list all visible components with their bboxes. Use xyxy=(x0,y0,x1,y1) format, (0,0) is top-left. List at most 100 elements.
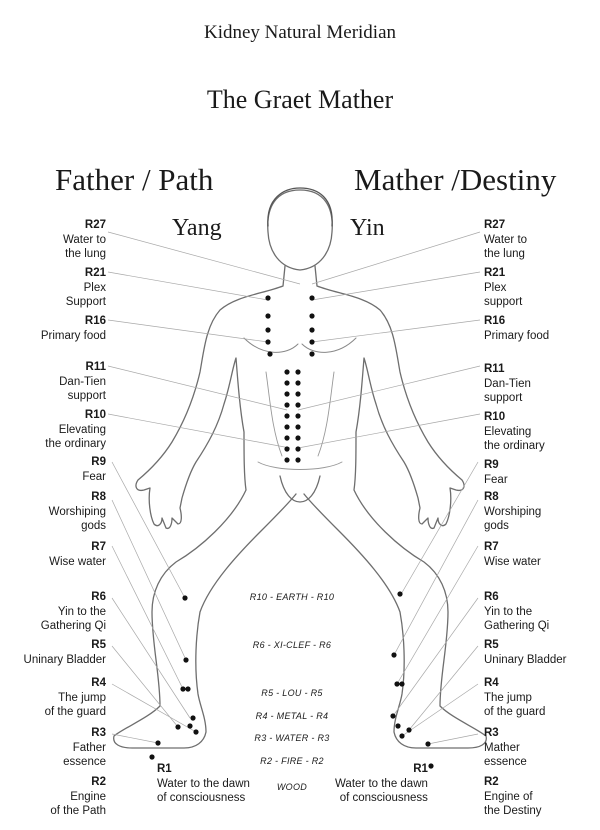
abdomen-point xyxy=(295,435,301,441)
abdomen-point xyxy=(295,391,301,397)
page-subtitle: The Graet Mather xyxy=(206,85,394,114)
chest-detail xyxy=(243,337,357,353)
groin-outline xyxy=(279,475,321,503)
point-description: Uninary Bladder xyxy=(484,653,567,666)
leader-line xyxy=(111,645,179,728)
leader-line xyxy=(399,461,479,597)
point-description: Fear xyxy=(82,470,106,483)
point-description: Dan-Tien support xyxy=(59,375,106,403)
leader-line xyxy=(311,231,481,285)
point-code: R8 xyxy=(484,491,499,503)
point-code: R2 xyxy=(91,776,106,788)
leader-line xyxy=(111,733,159,744)
point-description: The jump of the guard xyxy=(484,691,546,719)
abdomen-point xyxy=(284,402,290,408)
leader-line xyxy=(111,545,184,690)
point-code: R2 xyxy=(484,776,499,788)
point-description: Wise water xyxy=(484,555,541,568)
point-code: R3 xyxy=(91,727,106,739)
chest-point xyxy=(309,327,315,333)
point-description: Yin to the Gathering Qi xyxy=(484,605,550,633)
point-code: R27 xyxy=(84,219,106,231)
abdomen-point xyxy=(284,369,290,375)
leader-line xyxy=(111,683,197,733)
right-body-outline xyxy=(303,265,487,749)
point-code: R27 xyxy=(484,219,506,231)
point-code: R21 xyxy=(484,267,506,279)
point-description: Elevating the ordinary xyxy=(484,425,545,453)
point-description: Worshiping gods xyxy=(48,505,106,533)
left-leg-point xyxy=(155,740,161,746)
point-description: The jump of the guard xyxy=(44,691,106,719)
chest-point xyxy=(265,295,271,301)
element-label-6: WOOD xyxy=(276,782,308,792)
element-label-0: R10 - EARTH - R10 xyxy=(249,592,335,602)
hair-outline xyxy=(267,187,333,227)
chest-point xyxy=(309,295,315,301)
point-description: Engine of the Path xyxy=(50,790,106,818)
leader-line xyxy=(107,413,291,449)
right-leg-point xyxy=(391,652,397,658)
leader-line xyxy=(311,271,481,301)
mather-destiny-heading: Mather /Destiny xyxy=(354,162,557,197)
leader-line xyxy=(401,683,479,737)
point-description: Water to the lung xyxy=(62,233,106,261)
point-code: R21 xyxy=(84,267,106,279)
point-description: Elevating the ordinary xyxy=(45,423,106,451)
body-outline xyxy=(113,187,487,749)
abdomen-point xyxy=(284,446,290,452)
father-path-heading: Father / Path xyxy=(55,162,214,197)
point-code: R4 xyxy=(91,677,106,689)
right-leg-point xyxy=(406,727,412,733)
point-description: Father essence xyxy=(63,741,106,769)
left-leg-point xyxy=(193,729,199,735)
left-leg-point xyxy=(190,715,196,721)
leader-line xyxy=(393,499,479,656)
point-description: Primary food xyxy=(484,329,550,342)
abdomen-point xyxy=(295,424,301,430)
leader-line xyxy=(107,271,269,301)
point-code: R10 xyxy=(84,409,106,421)
point-code: R3 xyxy=(484,727,499,739)
point-code: R7 xyxy=(91,541,106,553)
chest-point xyxy=(267,351,273,357)
element-label-2: R5 - LOU - R5 xyxy=(261,688,323,698)
point-description: Yin to the Gathering Qi xyxy=(40,605,106,633)
abdomen-point xyxy=(284,435,290,441)
point-code: R5 xyxy=(484,639,499,651)
leader-line xyxy=(111,461,187,601)
point-code: R8 xyxy=(91,491,106,503)
point-description: Plex Support xyxy=(65,281,106,309)
point-description: Water to the dawn of consciousness xyxy=(335,777,428,805)
right-leg-point xyxy=(428,763,434,769)
point-description: Fear xyxy=(484,473,508,486)
left-leg-point xyxy=(183,657,189,663)
head-outline xyxy=(267,189,333,271)
leader-line xyxy=(311,319,481,343)
chest-point xyxy=(265,313,271,319)
abdomen-point xyxy=(295,446,301,452)
leader-line xyxy=(408,645,479,731)
point-description: Wise water xyxy=(49,555,106,568)
element-label-1: R6 - XI-CLEF - R6 xyxy=(252,640,332,650)
left-leg-point xyxy=(185,686,191,692)
